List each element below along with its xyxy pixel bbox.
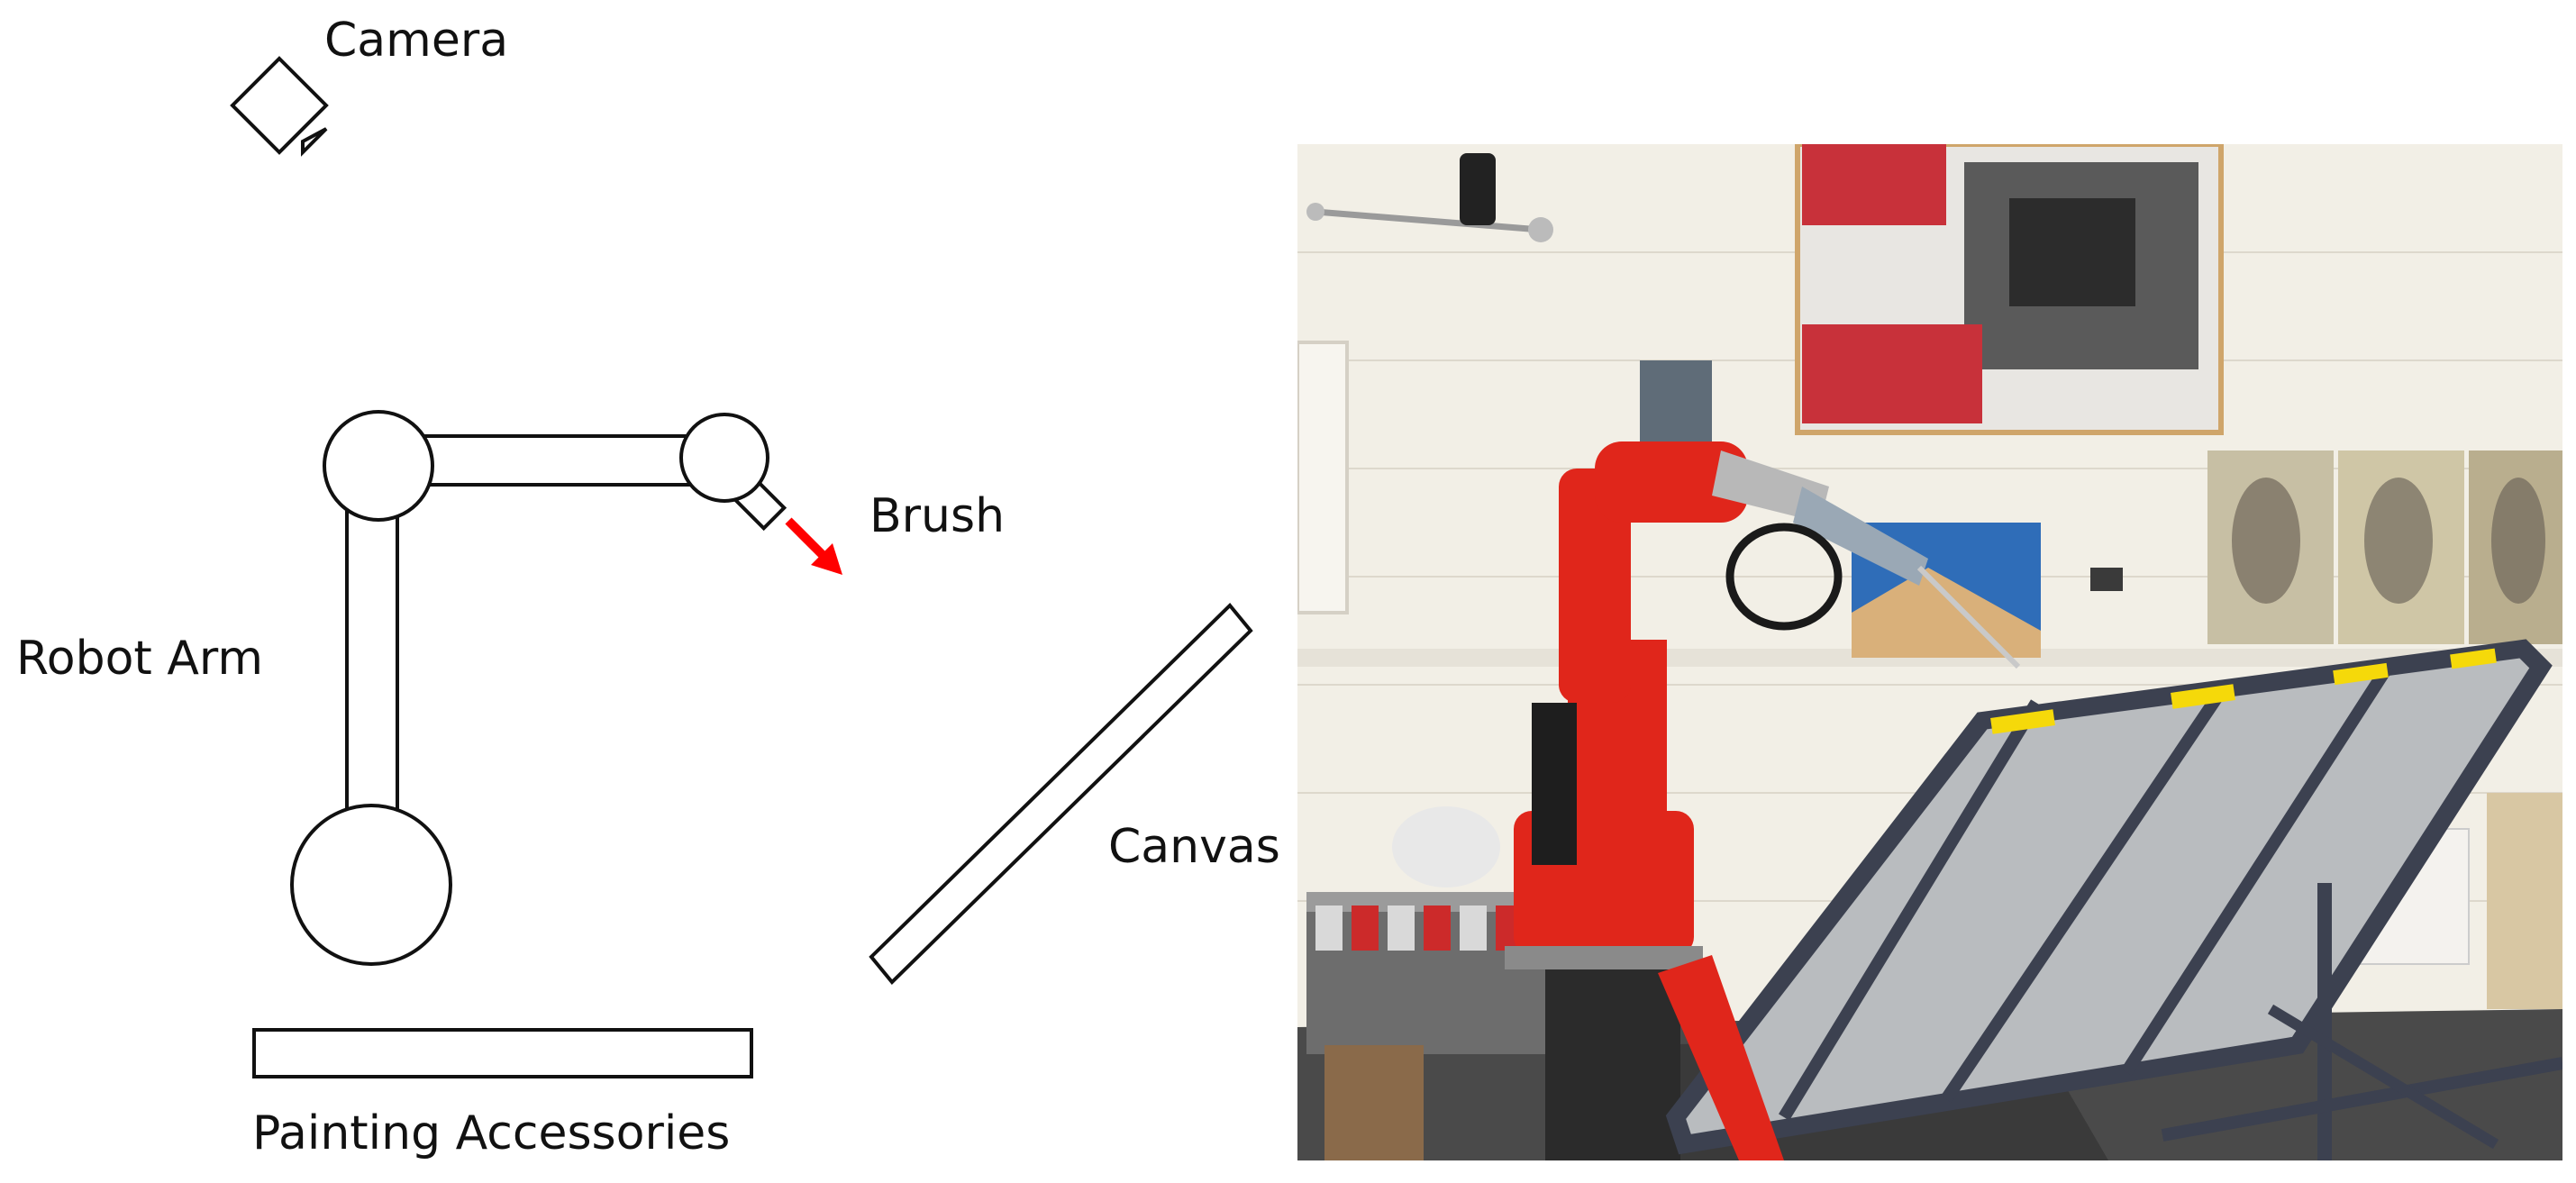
robot-arm-wrist-joint (679, 413, 769, 503)
brush-arrow-head (811, 543, 842, 575)
label-robot-arm: Robot Arm (16, 632, 263, 686)
painting-accessories-tray (252, 1028, 753, 1078)
label-canvas: Canvas (1108, 820, 1280, 874)
label-brush: Brush (869, 489, 1005, 543)
canvas-drawing (869, 603, 1253, 985)
wall-painting-top (1795, 144, 2224, 435)
label-painting-accessories: Painting Accessories (252, 1106, 730, 1160)
robot-studio-photo (1297, 144, 2562, 1160)
label-camera: Camera (324, 14, 508, 68)
robot-arm-upper-link (345, 498, 399, 817)
camera-icon (230, 56, 329, 157)
robot-arm-photo (1505, 360, 2021, 1160)
canvas-easel-photo (1658, 639, 2562, 1160)
robot-arm-drawing (290, 410, 842, 966)
brush-arrow-icon (785, 517, 828, 560)
robot-arm-base-joint (290, 804, 452, 966)
wall-paintings-thinker (2207, 450, 2562, 644)
robot-arm-forearm-link (413, 434, 703, 487)
studio-camera-mount (1306, 153, 1553, 242)
robot-painting-schematic: Camera Brush Robot Arm Canvas Painting A… (16, 14, 1280, 1160)
robot-arm-shoulder-joint (323, 410, 434, 522)
